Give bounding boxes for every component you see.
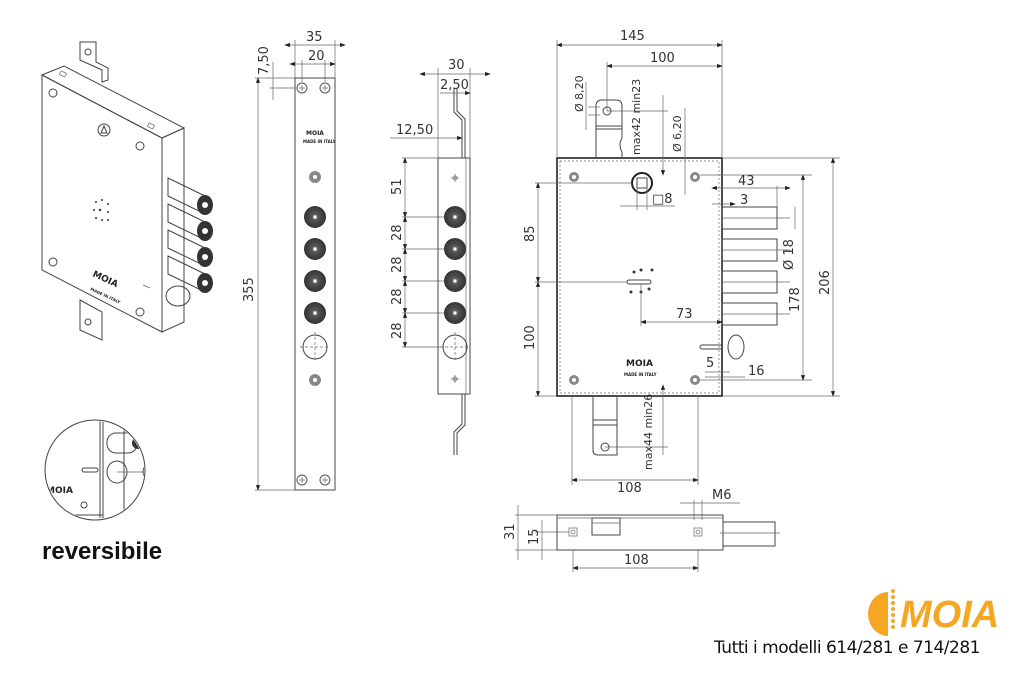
dim-front-width: 35 [306,30,323,45]
dim-front-hole-spacing: 20 [308,49,325,64]
dim-strike-bottom: max44 min26 [642,394,655,470]
dim-overall-width: 145 [620,29,645,44]
iso-origin-text: MADE IN ITALY [90,286,122,304]
models-footer: Tutti i modelli 614/281 e 714/281 [714,638,980,658]
dim-hole-dia: Ø 6,20 [671,115,684,152]
dim-latch-offset: 73 [676,307,693,322]
dim-hole-dia-top: Ø 8,20 [573,75,586,112]
dim-side-pitch-1: 28 [390,224,405,241]
side-bolts [444,206,466,324]
dim-strike-top: max42 min23 [630,79,643,155]
side-profile-view: 30 2,50 12,50 51 28 28 28 28 [390,58,491,455]
dim-side-width: 30 [448,58,465,73]
dim-thread: M6 [712,488,732,503]
logo-text: MOIA [900,594,999,636]
main-bolts [721,206,790,326]
dim-bottom-hole-spacing: 108 [624,553,649,568]
iso-bolts [165,177,213,307]
dim-side-offset: 12,50 [396,123,433,138]
dim-bottom-inner: 15 [527,528,542,545]
moia-logo: MOIA [868,589,999,636]
dim-backset: 100 [650,51,675,66]
main-screws [569,172,700,385]
dim-front-top-offset: 7,50 [257,46,272,75]
main-lock-view: MOIA MADE IN ITALY 145 100 Ø 8,20 max42 … [523,29,840,496]
dim-bottom-height: 31 [503,523,518,540]
dim-bolt-offset: 3 [740,193,748,208]
dim-side-pitch-2: 28 [390,256,405,273]
isometric-lock-view: MOIA MADE IN ITALY [40,41,213,341]
front-faceplate-view: MOIA MADE IN ITALY 35 20 7,50 355 [242,30,346,491]
reversible-detail: MOIA [44,419,146,521]
main-origin-text: MADE IN ITALY [624,372,657,377]
bottom-view: M6 31 15 108 [503,488,780,572]
dim-lower-height: 100 [523,325,538,350]
dim-side-pitch-3: 28 [390,288,405,305]
faceplate-brand-text: MOIA [306,130,324,137]
detail-brand-text: MOIA [46,486,73,496]
reversible-caption: reversibile [42,538,163,565]
dim-side-offset-small: 2,50 [440,78,469,93]
dim-side-first: 51 [390,178,405,195]
dim-upper-height: 85 [523,225,538,242]
dim-latch-a: 5 [706,356,714,371]
dim-bottom-width: 108 [617,481,642,496]
dim-front-height: 355 [242,277,257,302]
dim-spindle-square: □8 [652,192,673,207]
dim-bolt-span: 178 [788,287,803,312]
dim-bolt-dia: Ø 18 [782,239,797,270]
main-brand-text: MOIA [626,359,653,369]
faceplate-origin-text: MADE IN ITALY [303,139,336,144]
dim-side-pitch-4: 28 [390,322,405,339]
dim-latch-b: 16 [748,364,765,379]
dim-bolt-throw: 43 [738,174,755,189]
faceplate-bolts [304,206,326,324]
dim-overall-height: 206 [818,270,833,295]
